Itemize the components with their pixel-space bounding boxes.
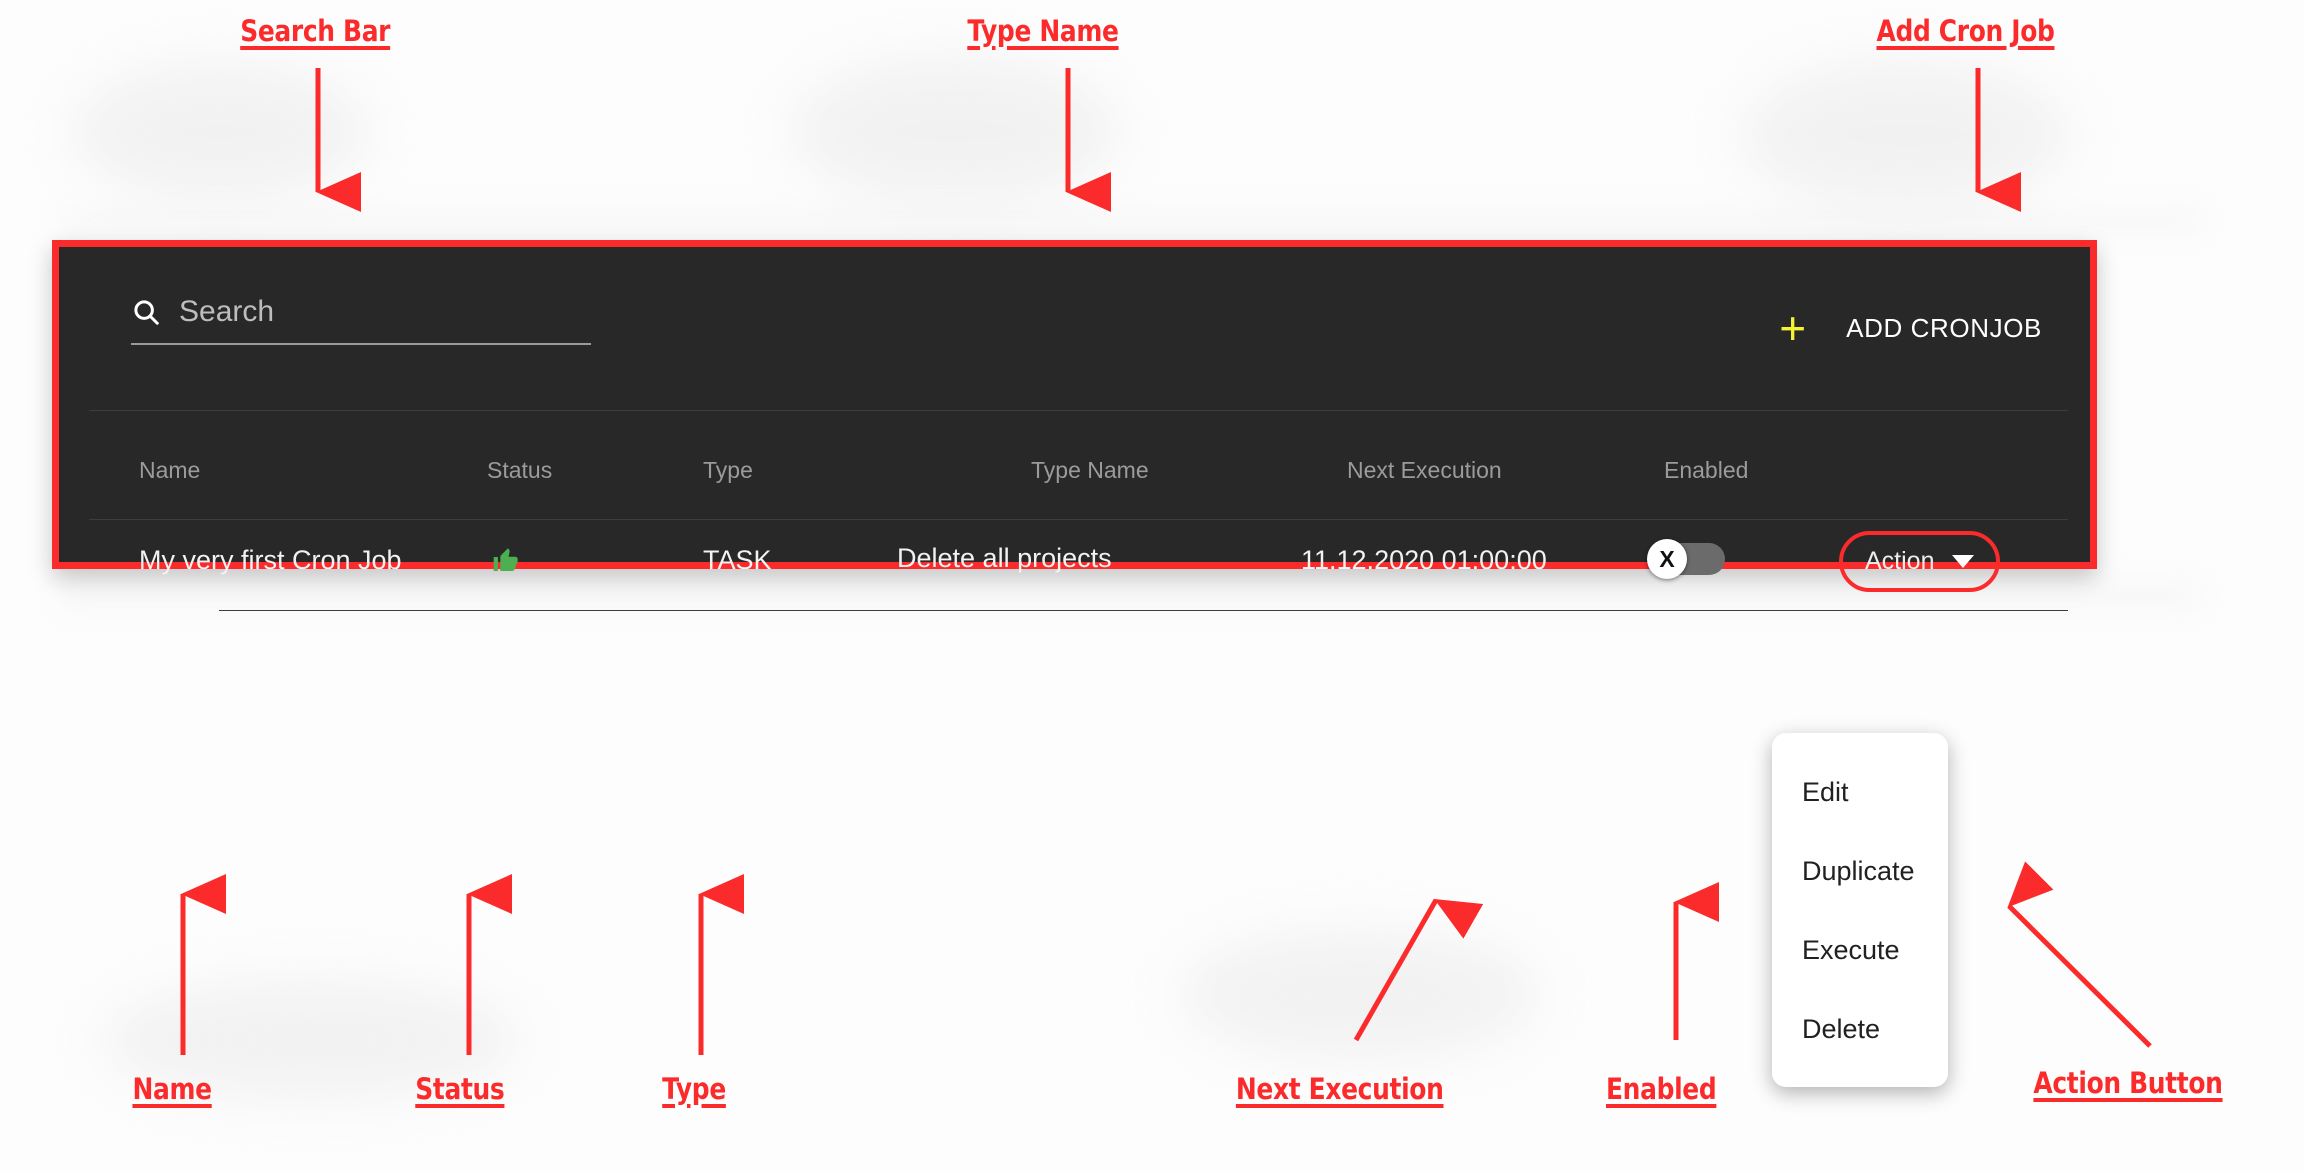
column-header-type: Type <box>703 457 753 483</box>
cronjob-panel: Search + ADD CRONJOB Name Status Type Ty… <box>52 240 2097 611</box>
annotation-label-search-bar: Search Bar <box>240 14 391 48</box>
annotation-label-action-button: Action Button <box>2033 1066 2223 1100</box>
annotation-label-next-execution: Next Execution <box>1235 1072 1444 1106</box>
background-band <box>60 212 2200 230</box>
background-blob <box>70 62 370 202</box>
annotation-label-type-name: Type Name <box>967 14 1119 48</box>
annotation-label-enabled: Enabled <box>1605 1072 1717 1106</box>
column-header-type-name: Type Name <box>1031 457 1149 483</box>
arrow-next-execution <box>1353 898 1484 1042</box>
background-blob <box>1180 930 1540 1060</box>
cell-name: My very first Cron Job <box>139 545 402 575</box>
search-input[interactable]: Search <box>131 295 591 345</box>
annotation-label-type: Type <box>662 1072 726 1106</box>
enabled-toggle[interactable]: X <box>1647 539 1725 579</box>
plus-icon: + <box>1779 302 1807 354</box>
cell-type-name: Delete all projects <box>897 543 1112 573</box>
cell-next-execution: 11.12.2020 01:00:00 <box>1301 545 1547 575</box>
annotation-label-add-cron-job: Add Cron Job <box>1876 14 2055 48</box>
search-icon <box>131 297 161 327</box>
arrow-action-button <box>2007 861 2152 1048</box>
background-blob <box>790 56 1120 206</box>
column-header-enabled: Enabled <box>1664 457 1749 483</box>
cell-enabled: X <box>1647 539 1725 579</box>
column-header-name: Name <box>139 457 201 483</box>
toolbar: Search + ADD CRONJOB <box>59 247 2090 399</box>
toggle-knob: X <box>1647 539 1687 579</box>
menu-item-delete[interactable]: Delete <box>1802 1014 1881 1044</box>
column-header-next-execution: Next Execution <box>1347 457 1502 483</box>
cell-type: TASK <box>703 545 772 575</box>
menu-item-duplicate[interactable]: Duplicate <box>1802 856 1915 886</box>
annotation-label-status: Status <box>415 1072 505 1106</box>
menu-item-execute[interactable]: Execute <box>1802 935 1900 965</box>
add-cronjob-label: ADD CRONJOB <box>1846 312 2042 343</box>
add-cronjob-button[interactable]: + ADD CRONJOB <box>1769 305 2052 351</box>
thumbs-up-icon <box>491 548 523 579</box>
table-header-divider <box>89 519 2068 520</box>
column-header-status: Status <box>487 457 553 483</box>
action-button-label: Action <box>1865 547 1935 575</box>
table-row: My very first Cron Job TASK Delete all p… <box>59 519 2090 610</box>
action-dropdown-menu: Edit Duplicate Execute Delete <box>1772 733 1948 1087</box>
annotation-label-name: Name <box>132 1072 212 1106</box>
background-blob <box>1740 60 2070 210</box>
table-header-row: Name Status Type Type Name Next Executio… <box>59 425 2090 519</box>
search-placeholder: Search <box>179 295 275 328</box>
toolbar-divider <box>89 410 2068 411</box>
table-row-divider <box>219 610 2068 611</box>
action-button[interactable]: Action <box>1839 531 2001 592</box>
chevron-down-icon <box>1952 555 1975 568</box>
menu-item-edit[interactable]: Edit <box>1802 777 1849 807</box>
cell-status <box>491 543 523 580</box>
cell-action: Action <box>1839 531 2001 592</box>
